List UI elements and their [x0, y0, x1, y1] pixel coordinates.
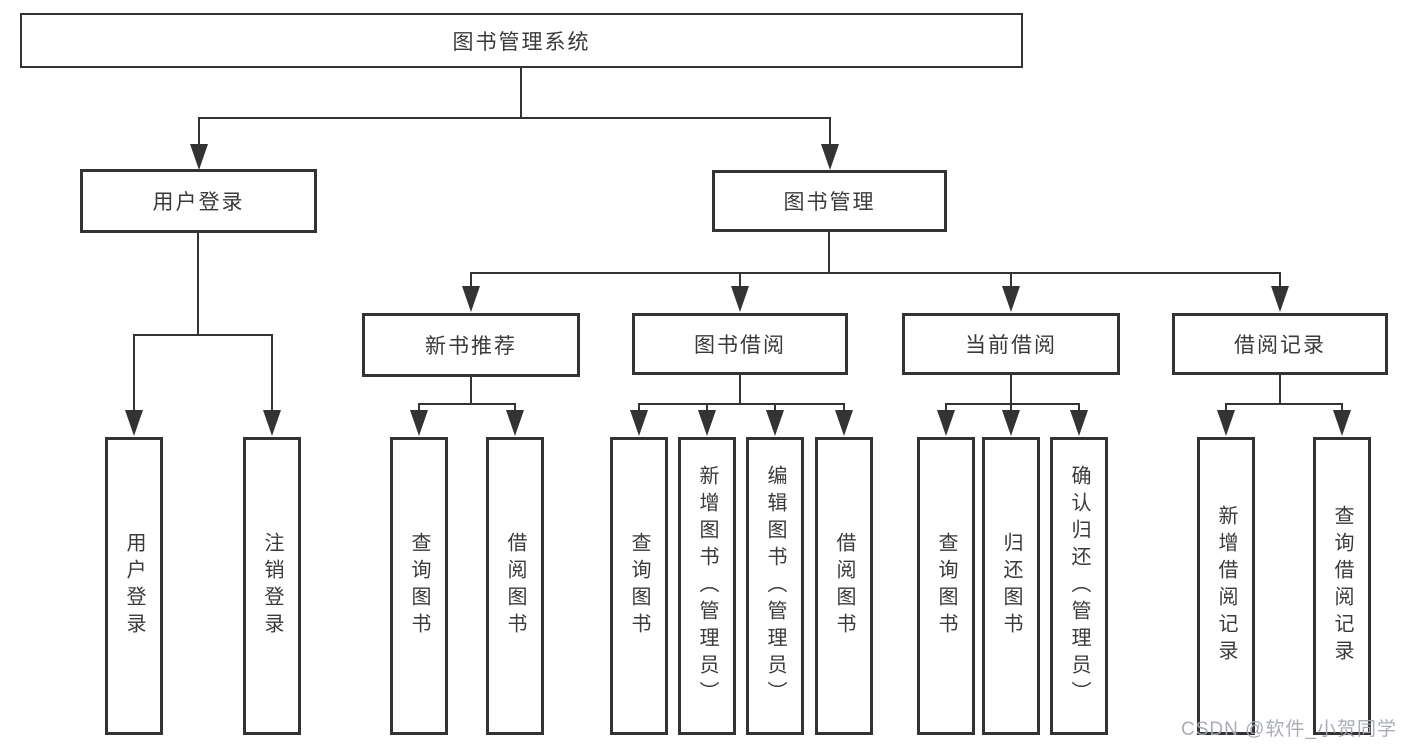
- node-new-book-recommend: 新书推荐: [362, 313, 580, 377]
- leaf-records-query-record: 查询借阅记录: [1313, 437, 1371, 735]
- node-borrowing-records: 借阅记录: [1172, 313, 1388, 375]
- node-library-management-system: 图书管理系统: [20, 13, 1023, 68]
- leaf-current-query-books: 查询图书: [917, 437, 975, 735]
- node-user-login: 用户登录: [80, 169, 317, 233]
- leaf-borrow-add-book-admin: 新增图书（管理员）: [678, 437, 736, 735]
- node-label: 新书推荐: [425, 335, 517, 358]
- node-current-borrowing: 当前借阅: [902, 313, 1120, 375]
- node-label: 当前借阅: [965, 334, 1057, 357]
- leaf-label: 查询图书: [628, 532, 650, 640]
- leaf-user-login: 用户登录: [105, 437, 163, 735]
- node-book-borrowing: 图书借阅: [632, 313, 848, 375]
- arrowhead-icons: [125, 144, 1351, 436]
- leaf-label: 借阅图书: [833, 532, 855, 640]
- node-label: 借阅记录: [1234, 334, 1326, 357]
- node-label: 图书借阅: [694, 334, 786, 357]
- leaf-current-confirm-return-admin: 确认归还（管理员）: [1050, 437, 1108, 735]
- leaf-label: 归还图书: [1000, 532, 1022, 640]
- leaf-label: 编辑图书（管理员）: [764, 464, 786, 708]
- leaf-label: 新增借阅记录: [1215, 505, 1237, 667]
- leaf-logout: 注销登录: [243, 437, 301, 735]
- node-label: 用户登录: [152, 191, 245, 214]
- leaf-newrec-borrow-books: 借阅图书: [486, 437, 544, 735]
- node-book-management: 图书管理: [712, 170, 947, 232]
- leaf-label: 新增图书（管理员）: [696, 464, 718, 708]
- csdn-watermark: CSDN @软件_小贺同学: [1181, 719, 1397, 740]
- leaf-label: 查询图书: [408, 532, 430, 640]
- leaf-newrec-query-books: 查询图书: [390, 437, 448, 735]
- leaf-label: 注销登录: [261, 532, 283, 640]
- leaf-label: 用户登录: [123, 532, 145, 640]
- leaf-label: 确认归还（管理员）: [1068, 464, 1090, 708]
- leaf-label: 查询图书: [935, 532, 957, 640]
- node-label: 图书管理系统: [452, 30, 591, 54]
- leaf-records-add-record: 新增借阅记录: [1197, 437, 1255, 735]
- node-label: 图书管理: [783, 191, 876, 214]
- leaf-current-return-books: 归还图书: [982, 437, 1040, 735]
- leaf-label: 借阅图书: [504, 532, 526, 640]
- leaf-borrow-query-books: 查询图书: [610, 437, 668, 735]
- leaf-label: 查询借阅记录: [1331, 505, 1353, 667]
- leaf-borrow-borrow-books: 借阅图书: [815, 437, 873, 735]
- leaf-borrow-edit-book-admin: 编辑图书（管理员）: [746, 437, 804, 735]
